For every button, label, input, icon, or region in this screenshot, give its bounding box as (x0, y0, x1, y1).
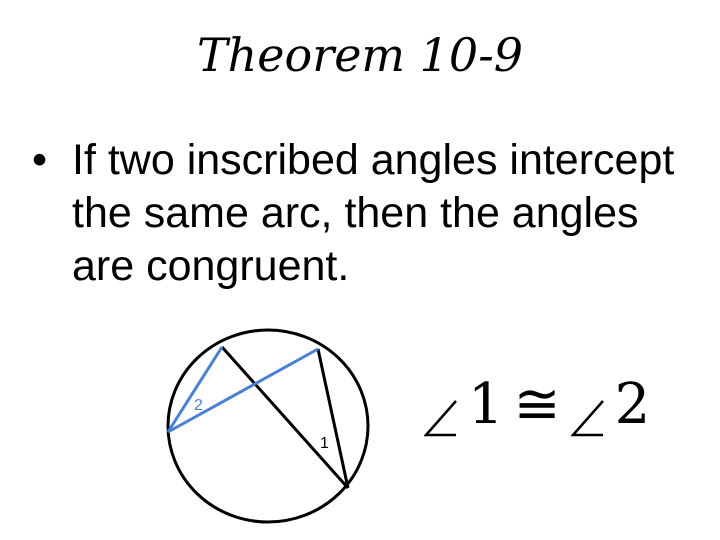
bullet-text: If two inscribed angles intercept the sa… (72, 136, 675, 290)
slide-title: Theorem 10-9 (196, 28, 524, 82)
chord-black-1 (220, 346, 350, 489)
congruent-symbol: ≅ (513, 372, 561, 437)
angle-icon (423, 386, 458, 436)
inscribed-angles-diagram: 2 1 (160, 325, 380, 530)
chord-blue-2 (167, 347, 319, 434)
angle-2-label: 2 (194, 397, 203, 414)
circle-diagram-svg: 2 1 (166, 328, 370, 524)
circle (166, 328, 370, 524)
angle-icon (569, 386, 605, 436)
congruence-statement: 1 ≅ 2 (423, 372, 651, 437)
chord-blue-1 (166, 346, 224, 433)
bullet-marker: • (32, 136, 48, 184)
chord-black-2 (316, 348, 350, 489)
right-angle-number: 2 (614, 372, 651, 437)
angle-1-label: 1 (320, 435, 329, 452)
bullet-item: • If two inscribed angles intercept the … (32, 134, 692, 293)
left-angle-number: 1 (468, 372, 504, 437)
